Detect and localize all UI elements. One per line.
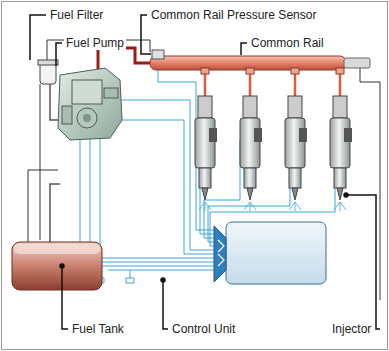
injector-set xyxy=(195,96,352,211)
part-label: Common Rail xyxy=(249,36,326,50)
part-label: Injector xyxy=(330,322,373,336)
part-label: Control Unit xyxy=(170,322,237,336)
part-label: Fuel Tank xyxy=(70,322,126,336)
fuel-tank xyxy=(12,242,102,290)
fuel-pump xyxy=(58,68,122,140)
fuel-filter xyxy=(38,60,58,84)
part-label: Common Rail Pressure Sensor xyxy=(149,8,318,22)
pressure-sensor xyxy=(152,50,164,59)
control-unit xyxy=(214,222,326,284)
common-rail xyxy=(150,50,370,70)
part-label: Fuel Pump xyxy=(64,36,126,50)
part-label: Fuel Filter xyxy=(48,8,105,22)
